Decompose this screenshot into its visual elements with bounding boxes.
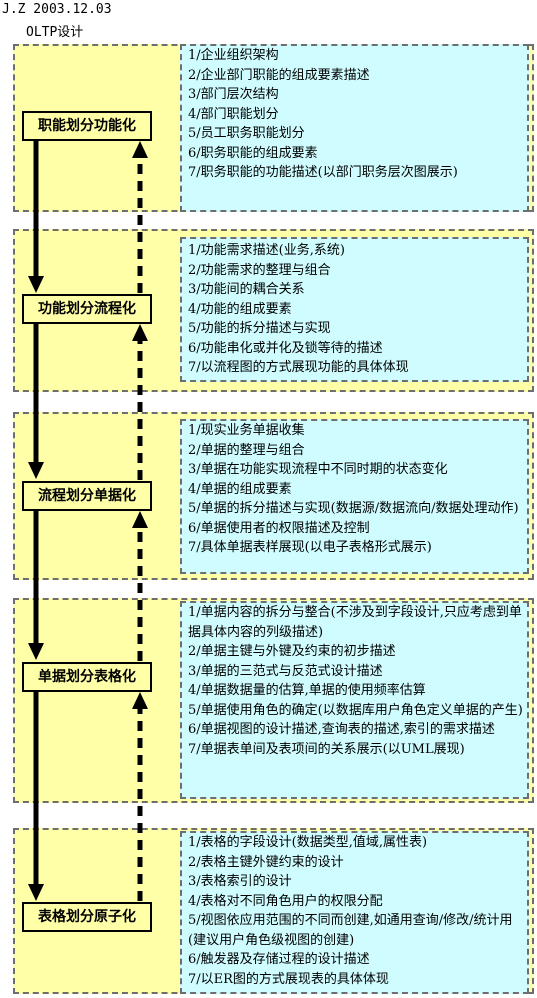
list-item: 7/具体单据表样展现(以电子表格形式展示) (188, 540, 432, 555)
list-item: 1/功能需求描述(业务,系统) (188, 243, 345, 258)
list-item: 5/单据的拆分描述与实现(数据源/数据流向/数据处理动作) (188, 501, 519, 516)
list-item: 3/表格索引的设计 (188, 874, 292, 889)
list-item: 6/单据使用者的权限描述及控制 (188, 520, 370, 536)
list-item: 5/单据使用角色的确定(以数据库用户角色定义单据的产生) (188, 702, 523, 718)
list-item: 3/部门层次结构 (188, 87, 279, 102)
list-item: 7/以流程图的方式展现功能的具体体现 (188, 360, 409, 375)
list-item: 5/视图依应用范围的不同而创建,如通用查询/修改/统计用(建议用户角色级视图的创… (188, 913, 513, 948)
diagram-title: OLTP设计 (26, 25, 84, 40)
list-item: 2/单据主键与外键及约束的初步描述 (188, 644, 396, 659)
stage-description-4: 1/单据内容的拆分与整合(不涉及到字段设计,只应考虑到单据具体内容的列级描述) … (180, 601, 529, 799)
list-item: 3/功能间的耦合关系 (188, 282, 305, 297)
stage-label-4: 单据划分表格化 (22, 662, 152, 692)
stage-description-2: 1/功能需求描述(业务,系统) 2/功能需求的整理与组合 3/功能间的耦合关系 … (180, 237, 529, 382)
list-item: 5/员工职务职能划分 (188, 126, 305, 141)
list-item: 1/企业组织架构 (188, 48, 279, 63)
stage-description-1: 1/企业组织架构 2/企业部门职能的组成要素描述 3/部门层次结构 4/部门职能… (180, 44, 529, 212)
list-item: 7/单据表单间及表项间的关系展示(以UML展现) (188, 741, 465, 757)
list-item: 4/单据的组成要素 (188, 481, 292, 497)
list-item: 2/功能需求的整理与组合 (188, 262, 331, 278)
list-item: 1/表格的字段设计(数据类型,值域,属性表) (188, 835, 428, 850)
stage-label-3: 流程划分单据化 (22, 481, 152, 511)
stage-label-5: 表格划分原子化 (22, 902, 152, 932)
list-item: 7/职务职能的功能描述(以部门职务层次图展示) (188, 165, 458, 180)
list-item: 6/功能串化或并化及锁等待的描述 (188, 340, 383, 356)
list-item: 6/单据视图的设计描述,查询表的描述,索引的需求描述 (188, 722, 495, 737)
forward-arrow-4 (28, 692, 44, 901)
stage-label-1: 职能划分功能化 (22, 111, 152, 141)
feedback-arrow-4 (132, 692, 148, 901)
list-item: 2/表格主键外键约束的设计 (188, 854, 344, 870)
forward-arrow-3 (28, 511, 44, 660)
list-item: 3/单据的三范式与反范式设计描述 (188, 663, 383, 679)
feedback-arrow-3 (132, 511, 148, 661)
list-item: 2/企业部门职能的组成要素描述 (188, 67, 370, 83)
list-item: 5/功能的拆分描述与实现 (188, 321, 331, 336)
list-item: 4/功能的组成要素 (188, 301, 292, 317)
list-item: 6/触发器及存储过程的设计描述 (188, 952, 370, 967)
feedback-arrow-2 (132, 324, 148, 480)
stage-description-5: 1/表格的字段设计(数据类型,值域,属性表) 2/表格主键外键约束的设计 3/表… (180, 831, 529, 994)
list-item: 4/表格对不同角色用户的权限分配 (188, 893, 383, 909)
forward-arrow-1 (28, 141, 44, 293)
list-item: 4/部门职能划分 (188, 106, 279, 122)
list-item: 6/职务职能的组成要素 (188, 145, 318, 161)
stage-label-2: 功能划分流程化 (22, 294, 152, 324)
list-item: 4/单据数据量的估算,单据的使用频率估算 (188, 683, 426, 698)
list-item: 1/单据内容的拆分与整合(不涉及到字段设计,只应考虑到单据具体内容的列级描述) (188, 605, 522, 640)
forward-arrow-2 (28, 324, 44, 479)
list-item: 7/以ER图的方式展现表的具体体现 (188, 971, 389, 987)
list-item: 3/单据在功能实现流程中不同时期的状态变化 (188, 462, 448, 477)
feedback-arrow-1 (132, 141, 148, 293)
list-item: 2/单据的整理与组合 (188, 442, 305, 458)
author-date: J.Z 2003.12.03 (2, 2, 112, 17)
list-item: 1/现实业务单据收集 (188, 423, 305, 438)
stage-description-3: 1/现实业务单据收集 2/单据的整理与组合 3/单据在功能实现流程中不同时期的状… (180, 419, 529, 574)
